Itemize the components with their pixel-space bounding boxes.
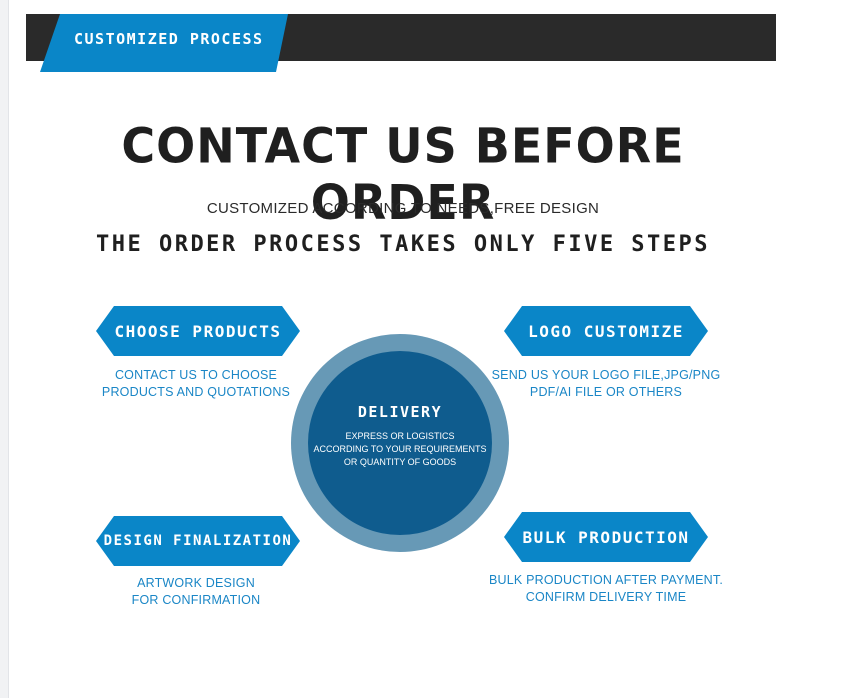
logo-customize-description: SEND US YOUR LOGO FILE,JPG/PNG PDF/AI FI… — [486, 367, 726, 401]
choose-products-title: CHOOSE PRODUCTS — [114, 321, 282, 341]
bulk-production-line-2: CONFIRM DELIVERY TIME — [525, 590, 687, 604]
delivery-title: DELIVERY — [357, 403, 443, 421]
delivery-line-1: EXPRESS OR LOGISTICS — [345, 431, 455, 441]
choose-products-description: CONTACT US TO CHOOSE PRODUCTS AND QUOTAT… — [86, 367, 306, 401]
bulk-production-description: BULK PRODUCTION AFTER PAYMENT. CONFIRM D… — [486, 572, 726, 606]
logo-customize-line-1: SEND US YOUR LOGO FILE,JPG/PNG — [491, 368, 721, 382]
bulk-production-banner: BULK PRODUCTION — [504, 512, 708, 562]
design-finalization-description: ARTWORK DESIGN FOR CONFIRMATION — [86, 575, 306, 609]
logo-customize-title: LOGO CUSTOMIZE — [528, 321, 684, 341]
delivery-description: EXPRESS OR LOGISTICS ACCORDING TO YOUR R… — [308, 430, 492, 469]
choose-products-banner: CHOOSE PRODUCTS — [96, 306, 300, 356]
delivery-line-3: OR QUANTITY OF GOODS — [343, 457, 457, 467]
bulk-production-line-1: BULK PRODUCTION AFTER PAYMENT. — [488, 573, 724, 587]
logo-customize-line-2: PDF/AI FILE OR OTHERS — [529, 385, 683, 399]
design-finalization-banner: DESIGN FINALIZATION — [96, 516, 300, 566]
design-finalization-title: DESIGN FINALIZATION — [103, 533, 293, 549]
page-right-gap — [776, 0, 854, 698]
choose-products-line-1: CONTACT US TO CHOOSE — [114, 368, 278, 382]
choose-products-line-2: PRODUCTS AND QUOTATIONS — [101, 385, 291, 399]
delivery-circle-inner — [308, 351, 492, 535]
page-title: CONTACT US BEFORE ORDER — [121, 117, 685, 231]
page-left-rail — [0, 0, 9, 698]
delivery-line-2: ACCORDING TO YOUR REQUIREMENTS — [313, 444, 487, 454]
bulk-production-title: BULK PRODUCTION — [522, 527, 690, 547]
steps-heading: THE ORDER PROCESS TAKES ONLY FIVE STEPS — [95, 232, 711, 257]
design-finalization-line-2: FOR CONFIRMATION — [131, 593, 261, 607]
page-subtitle: CUSTOMIZED ACCORDING TO NEEDS,FREE DESIG… — [206, 200, 600, 217]
header-tab-label: CUSTOMIZED PROCESS — [74, 30, 264, 48]
design-finalization-line-1: ARTWORK DESIGN — [137, 576, 255, 590]
header-tab — [40, 14, 288, 72]
logo-customize-banner: LOGO CUSTOMIZE — [504, 306, 708, 356]
